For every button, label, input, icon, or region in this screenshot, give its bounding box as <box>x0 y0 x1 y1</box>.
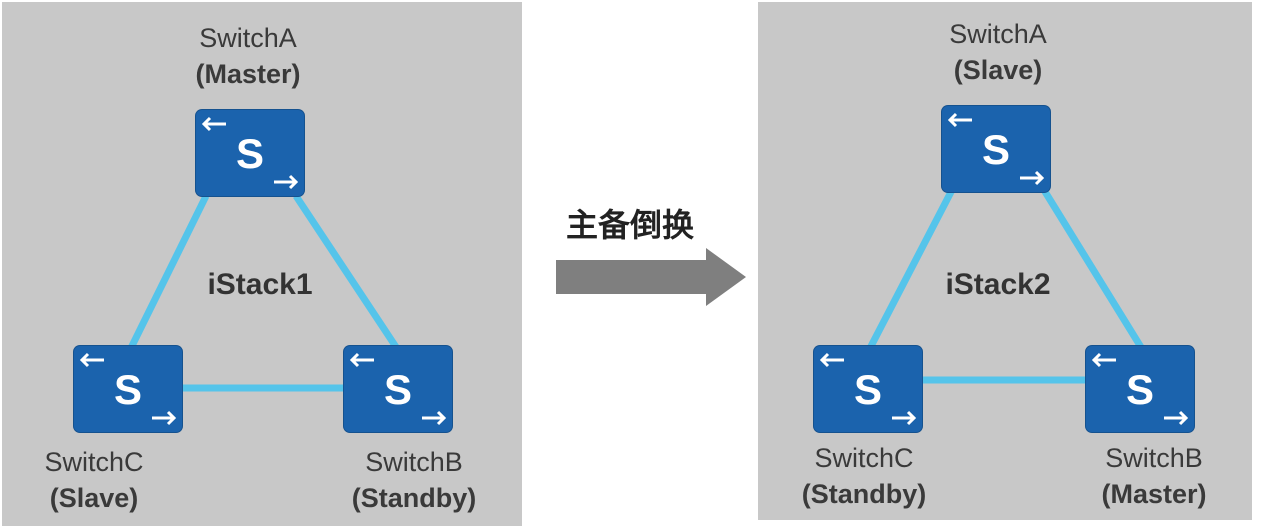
switch-icon: S <box>1091 352 1189 426</box>
link-a-b-stack1 <box>293 194 401 352</box>
stack1-title: iStack1 <box>207 268 313 301</box>
switch-letter: S <box>384 366 412 413</box>
stack1-switch-a: S <box>196 110 304 196</box>
switch-role: (Slave) <box>49 483 139 513</box>
transition-label: 主备倒换 <box>566 207 695 243</box>
switch-name: SwitchA <box>949 19 1047 49</box>
switch-icon: S <box>947 112 1045 186</box>
right-arrow-icon <box>556 248 746 306</box>
switch-name: SwitchC <box>44 447 144 477</box>
switch-role: (Standby) <box>351 483 477 513</box>
switch-icon: S <box>79 352 177 426</box>
stack2-switch-b-label: SwitchB (Master) <box>1101 440 1206 512</box>
switch-role: (Slave) <box>953 55 1043 85</box>
stack2-switch-b: S <box>1086 346 1194 432</box>
switch-name: SwitchB <box>1105 443 1203 473</box>
switch-letter: S <box>114 366 142 413</box>
switch-name: SwitchA <box>199 23 297 53</box>
stack2-panel <box>758 2 1252 520</box>
stack1-switch-b: S <box>344 346 452 432</box>
stack1-switch-b-label: SwitchB (Standby) <box>352 444 477 516</box>
switch-icon: S <box>201 116 299 190</box>
switch-role: (Master) <box>1101 479 1207 509</box>
stack1-switch-c: S <box>74 346 182 432</box>
stack2-switch-a-label: SwitchA (Slave) <box>949 16 1047 88</box>
stack2-switch-c-label: SwitchC (Standby) <box>802 440 927 512</box>
switch-letter: S <box>236 130 264 177</box>
link-a-c-stack2 <box>864 188 956 354</box>
switch-letter: S <box>982 126 1010 173</box>
switch-name: SwitchB <box>365 447 463 477</box>
switch-letter: S <box>1126 366 1154 413</box>
switch-name: SwitchC <box>814 443 914 473</box>
stack2-title: iStack2 <box>945 268 1051 301</box>
link-a-c-stack1 <box>126 194 210 352</box>
link-a-b-stack2 <box>1041 188 1147 354</box>
stack1-switch-a-label: SwitchA (Master) <box>195 20 300 92</box>
switch-letter: S <box>854 366 882 413</box>
switch-role: (Standby) <box>801 479 927 509</box>
stack2-switch-a: S <box>942 106 1050 192</box>
stack1-panel <box>2 2 522 526</box>
switch-role: (Master) <box>195 59 301 89</box>
stack2-switch-c: S <box>814 346 922 432</box>
switch-icon: S <box>349 352 447 426</box>
stack1-switch-c-label: SwitchC (Slave) <box>44 444 143 516</box>
switch-icon: S <box>819 352 917 426</box>
